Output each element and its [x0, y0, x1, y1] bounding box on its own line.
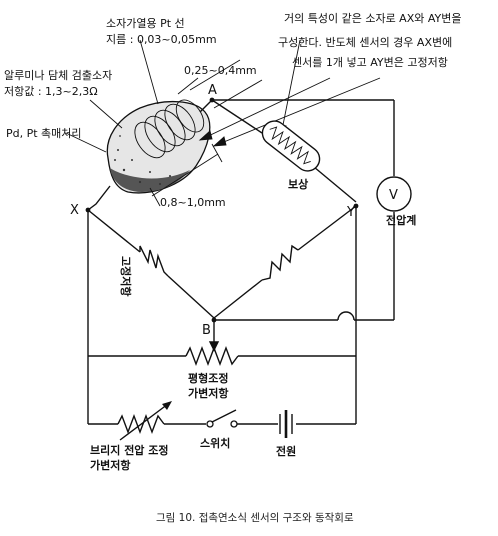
voltmeter-symbol: V: [389, 188, 398, 203]
figure-caption: 그림 10. 접촉연소식 센서의 구조와 동작회로: [156, 512, 354, 524]
alumina-spec-label: 저항값 : 1,3~2,3Ω: [4, 85, 98, 98]
sensor-element: [87, 59, 263, 211]
note-line-2: 구성한다. 반도체 센서의 경우 AX변에: [278, 36, 452, 49]
length-dimension-label: 0,8~1,0mm: [160, 196, 226, 209]
compensation-label: 보상: [288, 177, 308, 191]
switch: [206, 409, 238, 428]
coil-spec-label: 지름 : 0,03~0,05mm: [106, 33, 217, 46]
alumina-title-label: 알루미나 담체 검출소자: [4, 68, 112, 82]
battery: [279, 410, 293, 438]
compensation-element: [261, 120, 321, 172]
bridge-wires: [87, 99, 395, 425]
bridge-variable-resistor: [117, 401, 172, 441]
balance-line-2-label: 가변저항: [188, 386, 228, 400]
annotation-leaders: [65, 39, 381, 153]
balance-variable-resistor: [185, 346, 239, 366]
fixed-resistor-label: 고정저항: [119, 256, 133, 296]
balance-line-1-label: 평형조정: [188, 371, 228, 385]
catalyst-label: Pd, Pt 촉매처리: [6, 127, 82, 140]
voltmeter: [376, 176, 412, 212]
node-a-label: A: [208, 83, 217, 98]
note-line-3: 센서를 1개 넣고 AY변은 고정저항: [292, 56, 448, 69]
bridge-line-1-label: 브리지 전압 조정: [90, 443, 169, 457]
node-y-label: Y: [346, 205, 355, 220]
node-x-label: X: [70, 203, 79, 218]
power-label: 전원: [276, 444, 296, 458]
voltmeter-label: 전압계: [386, 213, 416, 227]
node-b-label: B: [202, 323, 211, 338]
coil-title-label: 소자가열용 Pt 선: [106, 17, 185, 30]
width-dimension-label: 0,25~0,4mm: [184, 64, 257, 77]
switch-label: 스위치: [200, 436, 230, 450]
fixed-resistor-xb: [139, 245, 169, 277]
fixed-resistor-yb: [261, 244, 299, 281]
note-line-1: 거의 특성이 같은 소자로 AX와 AY변을: [284, 12, 462, 25]
bridge-line-2-label: 가변저항: [90, 458, 130, 472]
